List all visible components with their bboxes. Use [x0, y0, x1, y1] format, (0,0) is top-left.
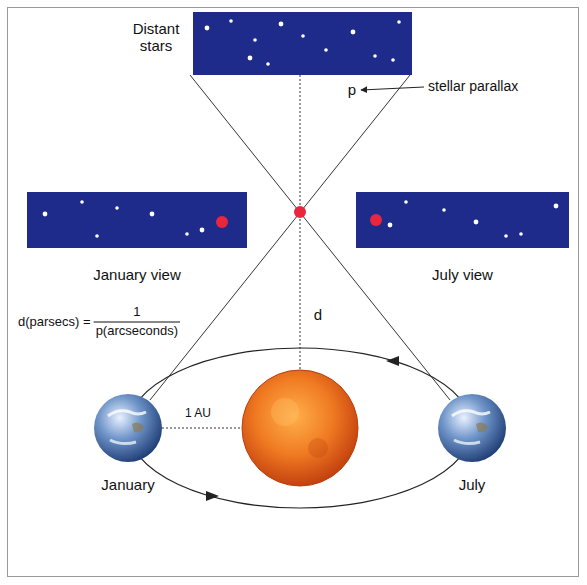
- earth-label: January: [101, 476, 154, 493]
- near-star: [294, 206, 306, 218]
- earth-cloud: [110, 440, 136, 444]
- star-dot: [301, 34, 305, 38]
- panel-label: Distant stars: [125, 20, 187, 55]
- star-dot: [43, 212, 48, 217]
- panel-label: July view: [432, 266, 493, 283]
- star-dot: [324, 48, 328, 52]
- star-field: [193, 12, 412, 75]
- star-dot: [279, 22, 284, 27]
- earth-cloud: [452, 411, 490, 416]
- orbit: [128, 348, 472, 508]
- earth-cloud: [108, 411, 146, 416]
- formula-denominator: p(arcseconds): [96, 324, 178, 339]
- earth-label: July: [459, 476, 486, 493]
- star-field: [356, 192, 569, 248]
- fraction-bar: [94, 322, 180, 323]
- star-dot: [150, 212, 155, 217]
- star-dot: [474, 220, 479, 225]
- earth-globe: [94, 394, 162, 462]
- star-dot: [373, 54, 377, 58]
- star-dot: [504, 234, 508, 238]
- near-star: [216, 216, 228, 228]
- star-dot: [200, 228, 205, 233]
- earth: [94, 394, 162, 462]
- distance-label: 1 AU: [185, 407, 211, 421]
- star-dot: [95, 234, 99, 238]
- sun: [242, 370, 358, 486]
- star-dot: [205, 26, 210, 31]
- view-panel: January view: [27, 192, 247, 248]
- star-dot: [397, 20, 401, 24]
- view-panel: July view: [356, 192, 569, 248]
- panel-label: January view: [93, 266, 181, 283]
- orbit-arrow: [386, 356, 399, 366]
- earth-cloud: [454, 440, 480, 444]
- star-dot: [248, 56, 253, 61]
- au-line: [162, 428, 242, 429]
- angle-symbol: p: [348, 81, 356, 98]
- star-field: [27, 192, 247, 248]
- star-dot: [185, 232, 189, 236]
- leader-arrow: [361, 87, 424, 90]
- star-dot: [229, 19, 233, 23]
- near-star: [370, 214, 382, 226]
- star-dot: [253, 38, 257, 42]
- frame: [8, 8, 579, 577]
- star-dot: [80, 200, 84, 204]
- star-dot: [391, 58, 395, 62]
- parallax-label: stellar parallax: [428, 78, 518, 94]
- sky-panel: Distant stars: [193, 12, 412, 75]
- earth-land: [132, 422, 144, 432]
- star-dot: [115, 206, 119, 210]
- star-dot: [388, 223, 393, 228]
- orbit-arrow: [206, 491, 219, 501]
- earth-globe: [438, 394, 506, 462]
- formula-lhs: d(parsecs) =: [18, 315, 91, 330]
- earth: [438, 394, 506, 462]
- sun-spot: [308, 438, 328, 458]
- star-dot: [351, 30, 356, 35]
- star-dot: [442, 208, 446, 212]
- star-dot: [519, 232, 523, 236]
- formula-numerator: 1: [133, 305, 140, 320]
- star-dot: [554, 204, 559, 209]
- distance-symbol: d: [314, 306, 322, 323]
- sun-spot: [271, 398, 299, 426]
- star-dot: [404, 200, 408, 204]
- earth-land: [476, 422, 488, 432]
- star-dot: [266, 62, 270, 66]
